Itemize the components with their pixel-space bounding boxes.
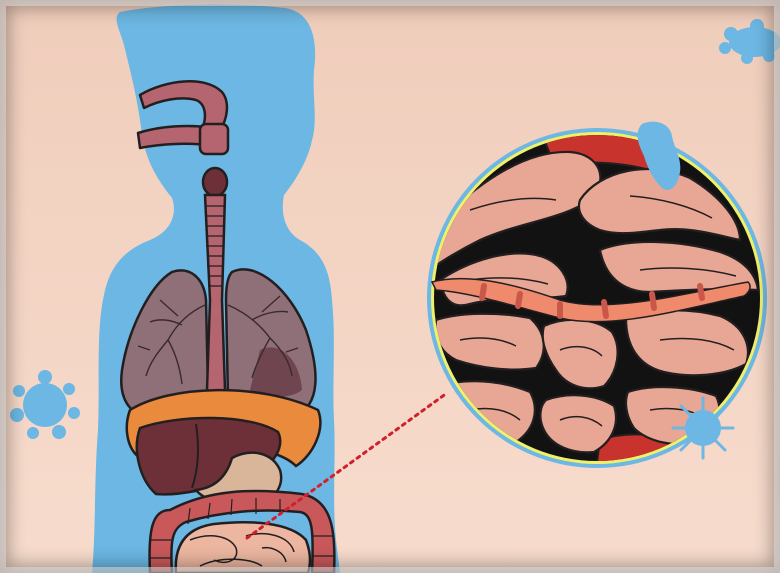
- small-intestine: [176, 522, 310, 573]
- germ-icon: [673, 398, 733, 458]
